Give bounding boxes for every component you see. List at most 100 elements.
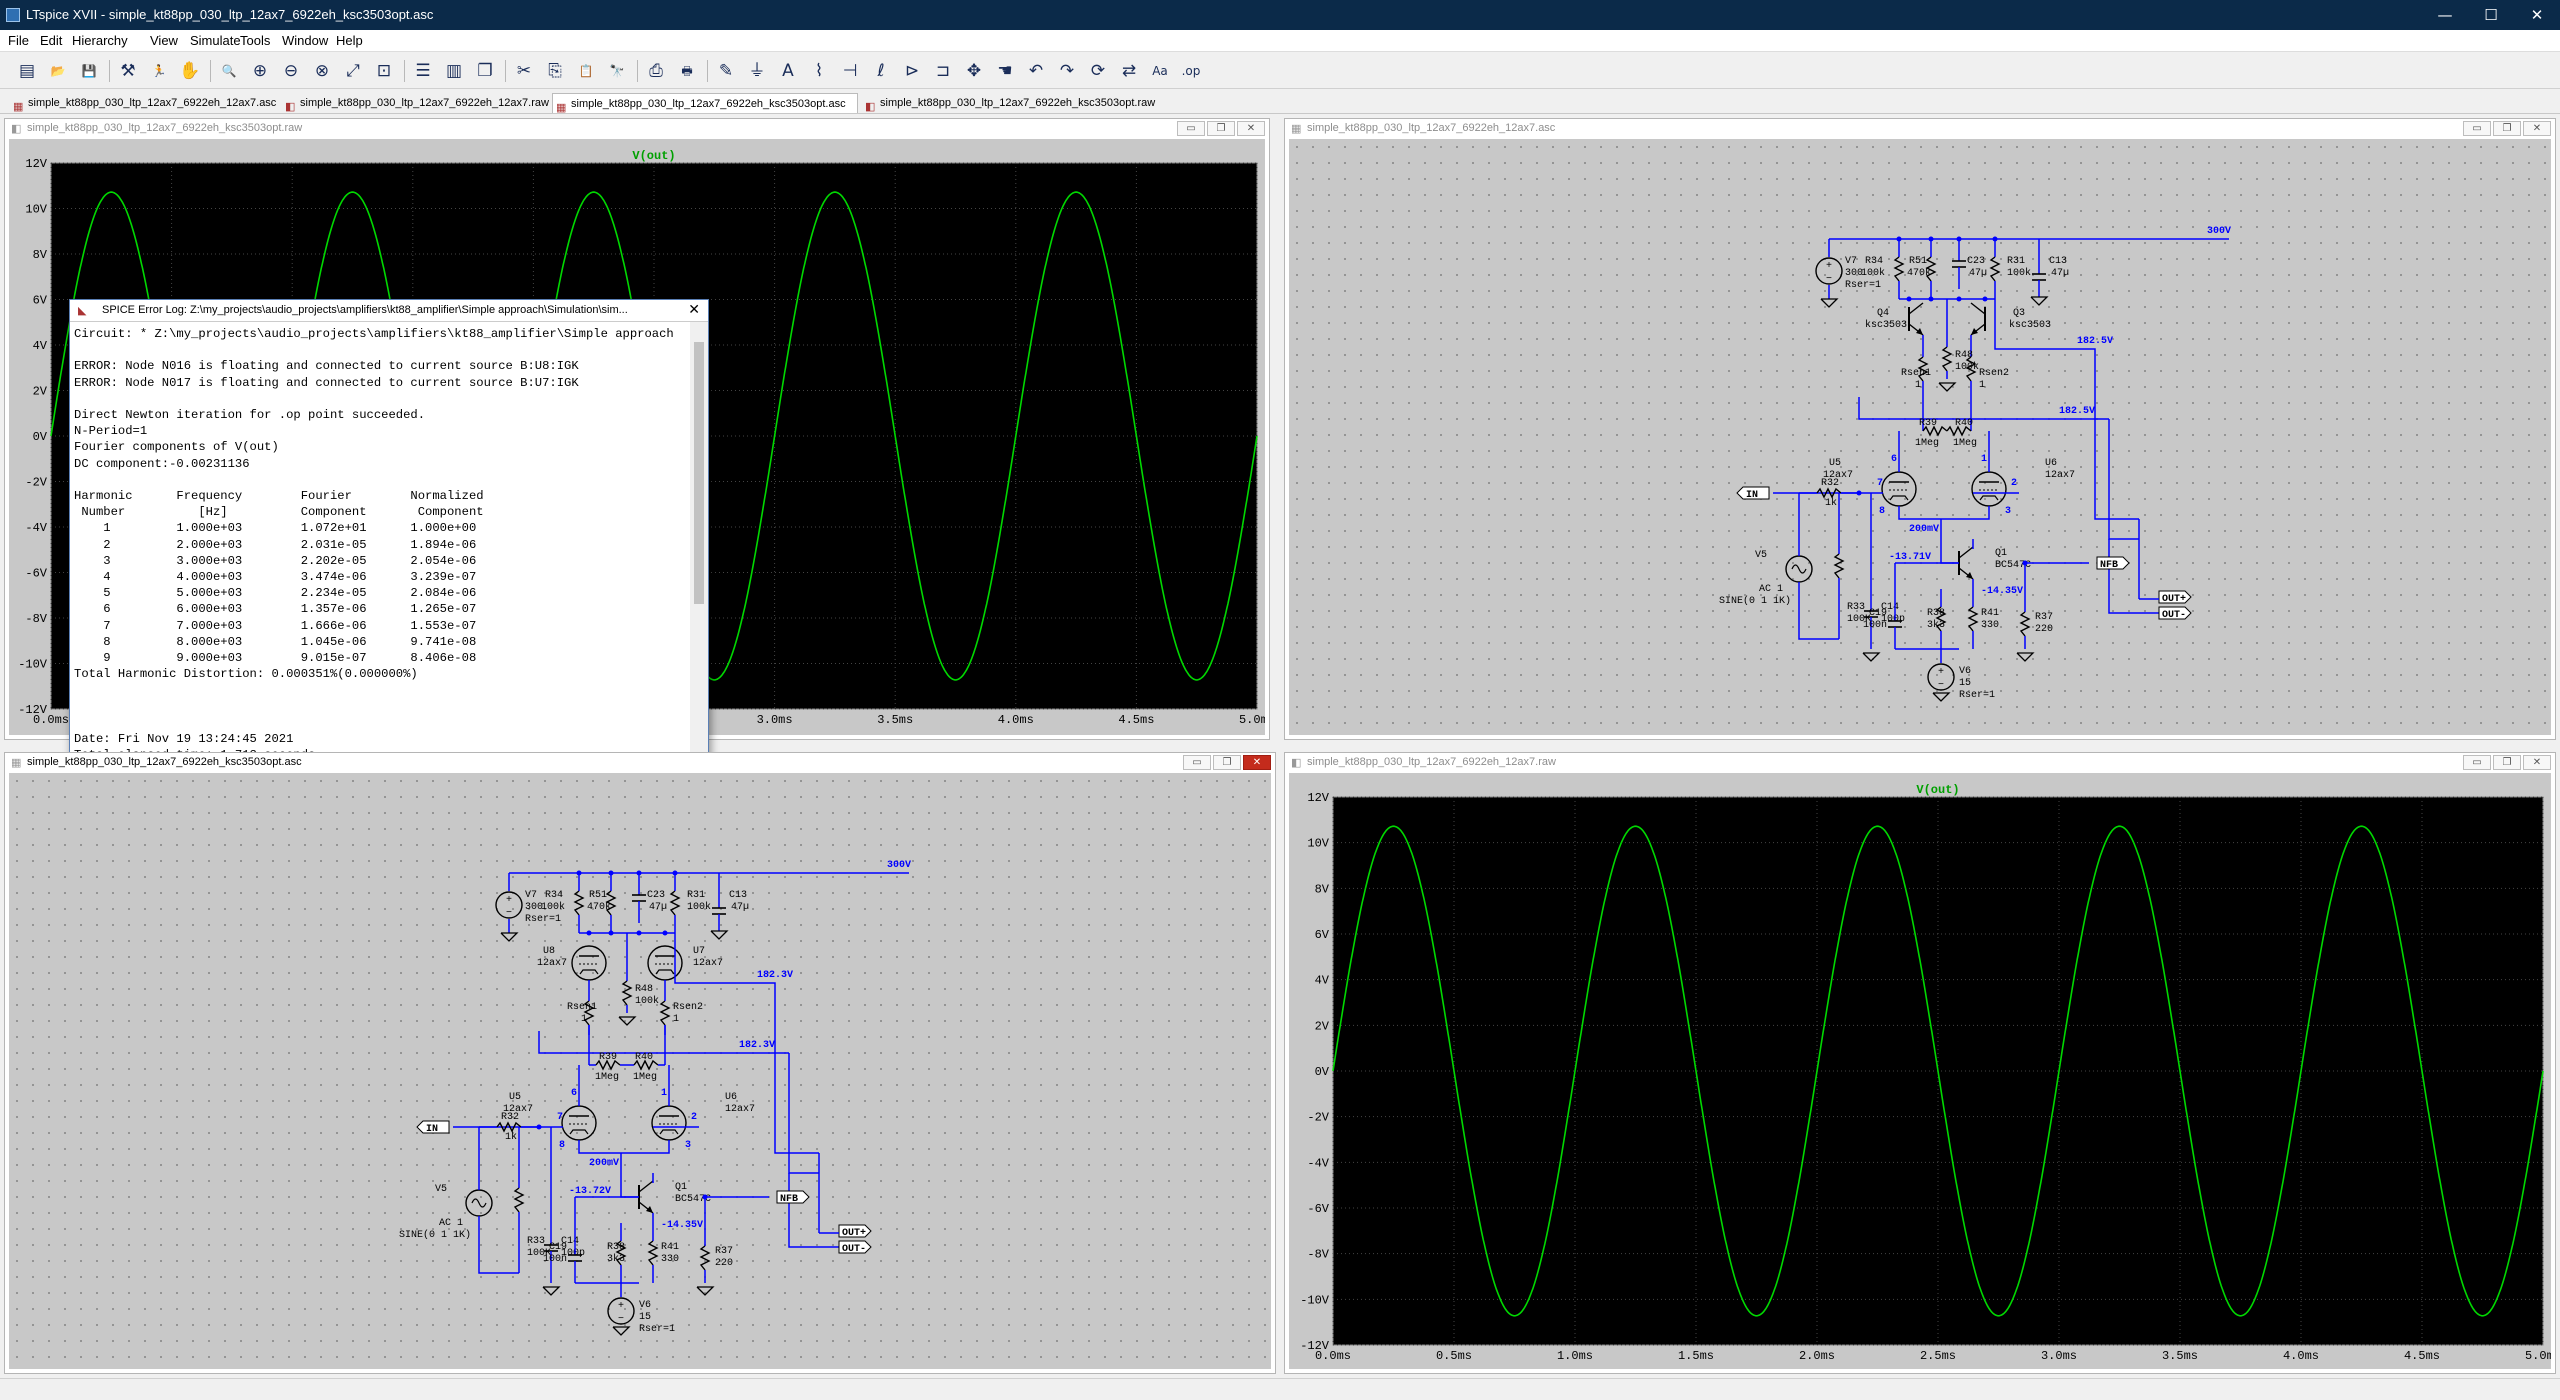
ground-icon[interactable]: ⏚ bbox=[748, 61, 766, 81]
control-panel-icon[interactable]: ⚒ bbox=[120, 61, 136, 81]
print-icon[interactable]: 🖶 bbox=[681, 64, 693, 78]
tube-u7[interactable] bbox=[647, 945, 683, 981]
menu-help[interactable]: Help bbox=[336, 33, 363, 48]
print-preview-icon[interactable]: ⎙ bbox=[649, 61, 663, 81]
zoom-full-icon[interactable]: ⊡ bbox=[376, 61, 392, 81]
halt-icon[interactable]: ✋ bbox=[179, 61, 201, 81]
error-log-close-icon[interactable]: ✕ bbox=[688, 302, 700, 318]
tube-u6[interactable] bbox=[651, 1105, 687, 1141]
window-restore-button[interactable]: ❐ bbox=[2493, 121, 2521, 136]
tab-1[interactable]: ▦simple_kt88pp_030_ltp_12ax7_6922eh_12ax… bbox=[10, 93, 278, 113]
tab-2[interactable]: ◧simple_kt88pp_030_ltp_12ax7_6922eh_12ax… bbox=[282, 93, 550, 113]
label-net-icon[interactable]: A bbox=[782, 61, 794, 81]
schematic-drawing[interactable]: 300V+−V7300Rser=1R34100kR51470kC2347µR31… bbox=[1289, 139, 2551, 735]
net-flag[interactable] bbox=[776, 1190, 810, 1204]
resistor-r37[interactable] bbox=[2019, 611, 2031, 637]
tube-u8[interactable] bbox=[571, 945, 607, 981]
window-close-button[interactable]: ✕ bbox=[2523, 755, 2551, 770]
cut-icon[interactable]: ✂ bbox=[516, 61, 532, 81]
autorange-icon[interactable]: ⤢ bbox=[346, 61, 360, 81]
voltage-source-v7[interactable] bbox=[1815, 257, 1843, 285]
resistor-r40[interactable] bbox=[1946, 425, 1972, 437]
resistor-r39[interactable] bbox=[1922, 425, 1948, 437]
resistor-rsen2[interactable] bbox=[1965, 356, 1977, 382]
minimize-button[interactable]: — bbox=[2437, 6, 2453, 24]
draw-wire-icon[interactable]: ✎ bbox=[718, 61, 734, 81]
menu-tools[interactable]: Tools bbox=[240, 33, 271, 48]
net-flag[interactable] bbox=[838, 1224, 872, 1238]
window-close-button[interactable]: ✕ bbox=[1237, 121, 1265, 136]
resistor-rsen1[interactable] bbox=[583, 1000, 595, 1026]
resistor-r48[interactable] bbox=[1941, 346, 1953, 372]
resistor-r34[interactable] bbox=[1893, 256, 1905, 282]
tile-horizontal-icon[interactable]: ☰ bbox=[415, 61, 431, 81]
resistor-r48[interactable] bbox=[621, 980, 633, 1006]
waveform-plot[interactable]: 12V10V8V6V4V2V0V-2V-4V-6V-8V-10V-12V0.0m… bbox=[1289, 773, 2551, 1369]
resistor-r31[interactable] bbox=[669, 890, 681, 916]
window-restore-button[interactable]: ❐ bbox=[1207, 121, 1235, 136]
tube-u5[interactable] bbox=[1881, 471, 1917, 507]
net-flag[interactable] bbox=[416, 1120, 450, 1134]
window-close-button[interactable]: ✕ bbox=[1243, 755, 1271, 770]
spice-directive-icon[interactable]: .op bbox=[1181, 64, 1201, 78]
resistor-r39[interactable] bbox=[595, 1059, 621, 1071]
drag-icon[interactable]: ☚ bbox=[997, 61, 1013, 81]
move-icon[interactable]: ✥ bbox=[966, 61, 982, 81]
resistor-r34[interactable] bbox=[573, 890, 585, 916]
resistor-r37[interactable] bbox=[699, 1245, 711, 1271]
resistor-icon[interactable]: ⌇ bbox=[814, 61, 824, 81]
resistor-rsen1[interactable] bbox=[1917, 356, 1929, 382]
copy-icon[interactable]: ⎘ bbox=[548, 61, 562, 81]
trace-label-vout[interactable]: V(out) bbox=[1916, 783, 1959, 797]
menu-view[interactable]: View bbox=[150, 33, 178, 48]
zoom-out-icon[interactable]: ⊖ bbox=[283, 61, 299, 81]
window-restore-button[interactable]: ❐ bbox=[2493, 755, 2521, 770]
tab-4[interactable]: ◧simple_kt88pp_030_ltp_12ax7_6922eh_ksc3… bbox=[862, 93, 1162, 113]
tube-u6[interactable] bbox=[1971, 471, 2007, 507]
resistor-r32[interactable] bbox=[496, 1121, 522, 1133]
spice-error-log-dialog[interactable]: ◣ SPICE Error Log: Z:\my_projects\audio_… bbox=[69, 299, 709, 811]
component-icon[interactable]: ⊐ bbox=[935, 61, 951, 81]
save-icon[interactable]: 💾 bbox=[81, 64, 97, 78]
net-flag[interactable] bbox=[1736, 486, 1770, 500]
net-flag[interactable] bbox=[838, 1240, 872, 1254]
resistor-r40[interactable] bbox=[633, 1059, 659, 1071]
menu-edit[interactable]: Edit bbox=[40, 33, 63, 48]
menu-simulate[interactable]: Simulate bbox=[190, 33, 241, 48]
new-schematic-icon[interactable]: ▤ bbox=[18, 61, 36, 81]
schematic-window-12ax7[interactable]: ▦ simple_kt88pp_030_ltp_12ax7_6922eh_12a… bbox=[1284, 118, 2556, 740]
undo-icon[interactable]: ↶ bbox=[1028, 61, 1044, 81]
mirror-icon[interactable]: ⇄ bbox=[1121, 61, 1137, 81]
close-button[interactable]: ✕ bbox=[2530, 6, 2544, 24]
resistor-r41[interactable] bbox=[647, 1240, 659, 1266]
maximize-button[interactable]: ☐ bbox=[2484, 6, 2498, 24]
diode-icon[interactable]: ⊳ bbox=[904, 61, 920, 81]
resistor-r32[interactable] bbox=[1816, 487, 1842, 499]
paste-icon[interactable]: 📋 bbox=[578, 64, 594, 78]
inductor-icon[interactable]: ℓ bbox=[877, 61, 885, 81]
zoom-in-icon[interactable]: 🔍 bbox=[221, 64, 237, 78]
cascade-icon[interactable]: ❐ bbox=[477, 61, 493, 81]
resistor-r38[interactable] bbox=[615, 1240, 627, 1266]
open-icon[interactable]: 📂 bbox=[50, 64, 66, 78]
window-close-button[interactable]: ✕ bbox=[2523, 121, 2551, 136]
schematic-drawing[interactable]: 300V+−V7300Rser=1R34100kR51470kC2347µR31… bbox=[9, 773, 1271, 1369]
net-flag[interactable] bbox=[2158, 590, 2192, 604]
waveform-window-12ax7[interactable]: ◧ simple_kt88pp_030_ltp_12ax7_6922eh_12a… bbox=[1284, 752, 2556, 1374]
resistor-r38[interactable] bbox=[1935, 606, 1947, 632]
net-flag[interactable] bbox=[2158, 606, 2192, 620]
menu-hierarchy[interactable]: Hierarchy bbox=[72, 33, 128, 48]
window-minimize-button[interactable]: ▭ bbox=[2463, 121, 2491, 136]
window-restore-button[interactable]: ❐ bbox=[1213, 755, 1241, 770]
voltage-source-v6[interactable] bbox=[1927, 663, 1955, 691]
tube-u5[interactable] bbox=[561, 1105, 597, 1141]
resistor-r41[interactable] bbox=[1967, 606, 1979, 632]
resistor-rsen2[interactable] bbox=[659, 1000, 671, 1026]
resistor-r51[interactable] bbox=[605, 890, 617, 916]
tile-vertical-icon[interactable]: ▥ bbox=[445, 61, 463, 81]
tab-3[interactable]: ▦simple_kt88pp_030_ltp_12ax7_6922eh_ksc3… bbox=[552, 93, 858, 114]
zoom-cancel-icon[interactable]: ⊗ bbox=[314, 61, 330, 81]
resistor-r33[interactable] bbox=[513, 1187, 525, 1213]
